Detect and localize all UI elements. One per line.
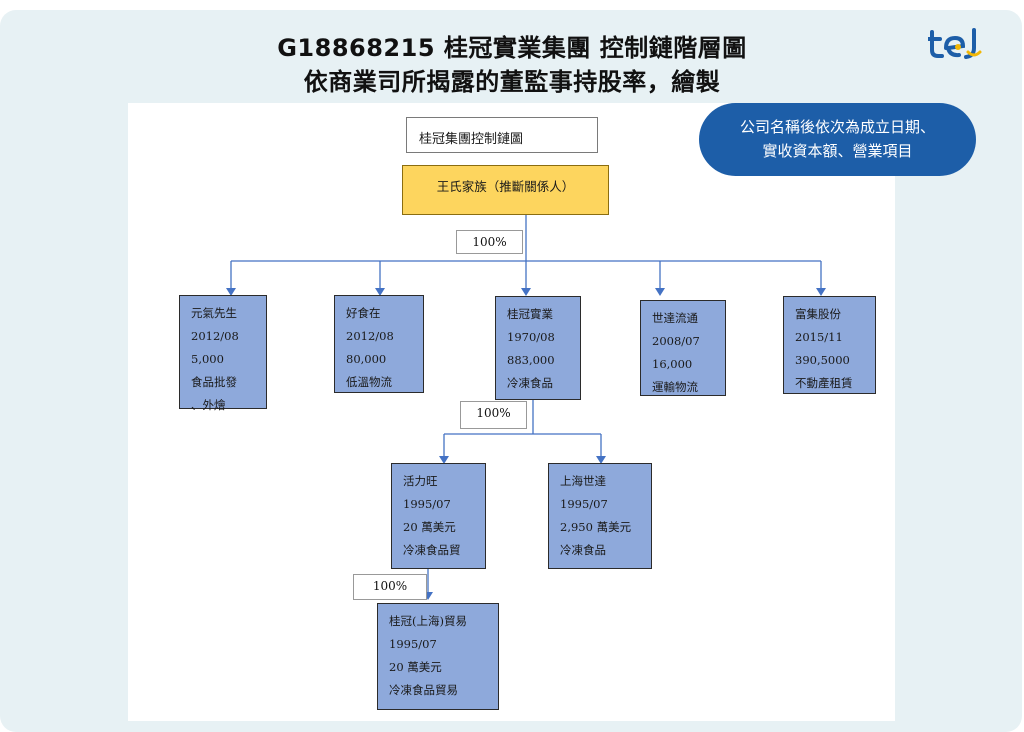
company-name: 元氣先生 (191, 306, 237, 320)
company-business: 食品批發 (191, 375, 237, 389)
org-chart-canvas: 桂冠集團控制鏈圖 王氏家族（推斷關係人） 100% 100% 100% 元氣先生… (128, 103, 895, 721)
company-node-shanghai-shida: 上海世達 1995/07 2,950 萬美元 冷凍食品 (548, 463, 652, 569)
company-founded: 1995/07 (403, 497, 451, 511)
ownership-percent-mid: 100% (460, 401, 527, 429)
family-node: 王氏家族（推斷關係人） (402, 165, 609, 215)
company-name: 活力旺 (403, 474, 438, 488)
company-founded: 2012/08 (346, 329, 394, 343)
company-capital: 2,950 萬美元 (560, 520, 632, 534)
company-capital: 883,000 (507, 353, 555, 367)
company-capital: 20 萬美元 (389, 660, 442, 674)
company-name: 上海世達 (560, 474, 606, 488)
company-business: 不動產租賃 (795, 376, 853, 390)
company-founded: 2012/08 (191, 329, 239, 343)
legend-note-line-2: 實收資本額、營業項目 (762, 142, 913, 160)
company-business: 低溫物流 (346, 375, 392, 389)
company-founded: 2008/07 (652, 334, 700, 348)
company-capital: 80,000 (346, 352, 387, 366)
company-business: 冷凍食品貿 (403, 543, 461, 557)
company-name: 桂冠(上海)貿易 (389, 614, 467, 628)
company-capital: 5,000 (191, 352, 224, 366)
company-node-huoliwang: 活力旺 1995/07 20 萬美元 冷凍食品貿 (391, 463, 486, 569)
ownership-percent-top: 100% (456, 230, 523, 254)
company-name: 世達流通 (652, 311, 698, 325)
company-capital: 16,000 (652, 357, 693, 371)
company-node-guiguan: 桂冠實業 1970/08 883,000 冷凍食品 (495, 296, 581, 400)
company-founded: 2015/11 (795, 330, 843, 344)
company-node-yuanqi: 元氣先生 2012/08 5,000 食品批發 、外燴 (179, 295, 267, 412)
tej-logo-icon (928, 28, 982, 59)
company-name: 好食在 (346, 306, 381, 320)
ownership-percent-low: 100% (353, 574, 427, 600)
company-node-haoshizai: 好食在 2012/08 80,000 低溫物流 (334, 295, 424, 393)
slide-title-line-2: 依商業司所揭露的董監事持股率，繪製 (303, 68, 721, 96)
chart-header: 桂冠集團控制鏈圖 (406, 117, 598, 153)
connector-lines (226, 215, 826, 600)
company-capital: 20 萬美元 (403, 520, 456, 534)
company-founded: 1995/07 (560, 497, 608, 511)
legend-note-line-1: 公司名稱後依次為成立日期、 (739, 118, 935, 136)
company-node-guiguan-shanghai-trading: 桂冠(上海)貿易 1995/07 20 萬美元 冷凍食品貿易 (377, 603, 499, 710)
company-capital: 390,5000 (795, 353, 850, 367)
company-name: 富集股份 (795, 307, 841, 321)
company-business: 冷凍食品 (560, 543, 606, 557)
company-business-cont: 、外燴 (191, 398, 226, 412)
company-business: 冷凍食品貿易 (389, 683, 458, 697)
company-founded: 1995/07 (389, 637, 437, 651)
company-founded: 1970/08 (507, 330, 555, 344)
company-node-shida: 世達流通 2008/07 16,000 運輸物流 (640, 300, 726, 396)
company-business: 冷凍食品 (507, 376, 553, 390)
company-name: 桂冠實業 (507, 307, 553, 321)
company-business: 運輸物流 (652, 380, 698, 394)
company-node-fuji: 富集股份 2015/11 390,5000 不動產租賃 (783, 296, 876, 394)
legend-note-bubble: 公司名稱後依次為成立日期、 實收資本額、營業項目 (699, 103, 976, 176)
slide-title-line-1: G18868215 桂冠實業集團 控制鏈階層圖 (277, 34, 747, 62)
